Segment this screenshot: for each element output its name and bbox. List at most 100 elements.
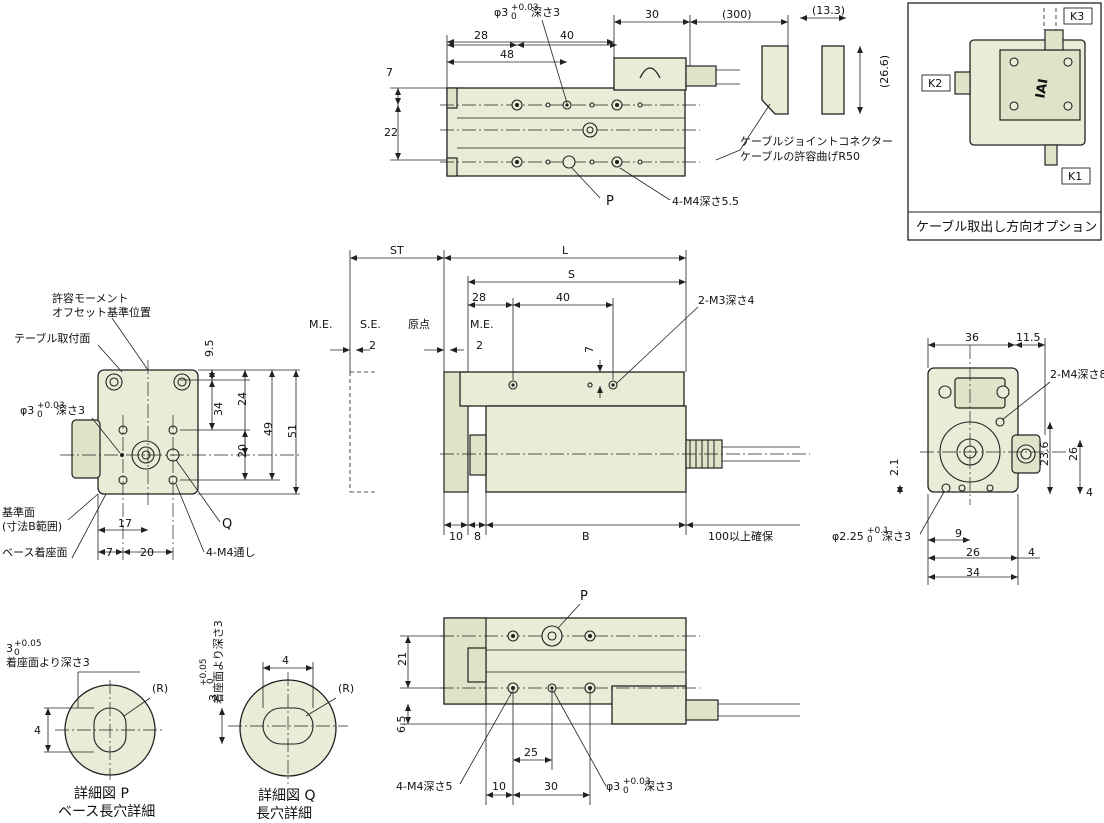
right-hole-suffix: 深さ3 <box>882 530 911 543</box>
dim-st: ST <box>390 244 404 257</box>
hole-note-suffix: 深さ3 <box>531 6 560 19</box>
detail-p-tol-a: 3 <box>6 642 13 655</box>
bottom-hole-prefix: φ3 <box>606 780 620 793</box>
dim-26-right: 26 <box>966 546 980 559</box>
dim-2-b: 2 <box>476 339 483 352</box>
detail-p-4: 4 <box>34 724 41 737</box>
end-hole-suffix: 深さ3 <box>56 404 85 417</box>
detail-p: 4 3 +0.05 0 着座面より深さ3 (R) 詳細図 P ベース長穴詳細 <box>6 639 168 820</box>
dim-34-end: 34 <box>212 402 225 416</box>
dim-26v: 26 <box>1067 447 1080 461</box>
hole-note-tol: +0.03 <box>511 3 539 13</box>
dim-11-5: 11.5 <box>1016 331 1041 344</box>
option-logo: IAI <box>1033 78 1051 100</box>
option-k2: K2 <box>928 77 942 90</box>
detail-q-r: (R) <box>338 682 354 695</box>
dim-23-6: 23.6 <box>1038 442 1051 467</box>
detail-q-4: 4 <box>282 654 289 667</box>
dim-9-5: 9.5 <box>203 340 216 358</box>
detail-p-r: (R) <box>152 682 168 695</box>
dim-10-bottom: 10 <box>492 780 506 793</box>
label-p-top: P <box>606 194 614 209</box>
dim-24-end: 24 <box>236 392 249 406</box>
dim-20v-end: 20 <box>236 444 249 458</box>
dim-10-side: 10 <box>449 530 463 543</box>
right-hole-prefix: φ2.25 <box>832 530 864 543</box>
option-caption: ケーブル取出し方向オプション <box>916 219 1097 235</box>
option-k3: K3 <box>1070 10 1084 23</box>
dim-51-end: 51 <box>286 424 299 438</box>
side-body <box>485 405 687 493</box>
dim-25: 25 <box>524 746 538 759</box>
dim-2-a: 2 <box>369 339 376 352</box>
label-q: Q <box>222 517 232 532</box>
bottom-hole-tol0: 0 <box>623 786 629 796</box>
label-genten: 原点 <box>408 318 430 331</box>
m4-note-bottom: 4-M4深さ5 <box>396 780 452 793</box>
detail-q-tol-c: 0 <box>206 678 216 684</box>
m4-through: 4-M4通し <box>206 546 255 559</box>
top-connector-end <box>821 45 845 115</box>
option-k1: K1 <box>1068 170 1082 183</box>
top-endcap-bottom <box>446 157 458 177</box>
dim-49-end: 49 <box>262 422 275 436</box>
right-hole-tol0: 0 <box>867 535 873 545</box>
dim-36: 36 <box>965 331 979 344</box>
dim-40: 40 <box>560 29 574 42</box>
dim-7-side: 7 <box>583 346 596 353</box>
dim-7: 7 <box>386 66 393 79</box>
detail-q: 4 3 +0.05 0 着座面より深さ3 (R) 詳細図 Q 長穴詳細 <box>199 620 354 822</box>
top-holes <box>511 99 643 169</box>
m4-note-top: 4-M4深さ5.5 <box>672 195 739 208</box>
hole-note-prefix: φ3 <box>494 6 508 19</box>
cable-length: 100以上確保 <box>708 529 773 543</box>
label-se: S.E. <box>360 318 381 331</box>
seat-note: ベース着座面 <box>2 545 67 559</box>
dim-l: L <box>562 244 569 257</box>
cable-note-1: ケーブルジョイントコネクター <box>740 134 893 148</box>
detail-p-tol-b: +0.05 <box>14 639 42 649</box>
dim-28-side: 28 <box>472 291 486 304</box>
m4-depth8: 2-M4深さ8 <box>1050 368 1104 381</box>
dim-13-3: (13.3) <box>812 4 845 17</box>
end-hole-tol: +0.03 <box>37 401 65 411</box>
label-p-bottom: P <box>580 589 588 604</box>
dim-s: S <box>568 268 575 281</box>
dim-2-1: 2.1 <box>888 459 901 477</box>
dim-6-5: 6.5 <box>395 716 408 734</box>
detail-q-sub: 長穴詳細 <box>256 806 312 822</box>
dim-40-side: 40 <box>556 291 570 304</box>
side-view: ST L S 28 40 M.E. S.E. 原点 M.E. 2 2 7 2-M… <box>309 244 810 543</box>
moment-note-2: オフセット基準位置 <box>52 305 151 319</box>
base-note-1: 基準面 <box>2 505 35 519</box>
detail-p-note: 着座面より深さ3 <box>6 655 90 669</box>
dim-22: 22 <box>384 126 398 139</box>
detail-p-tol-c: 0 <box>14 648 20 658</box>
right-hole-tol: +0.1 <box>867 526 889 536</box>
detail-q-title: 詳細図 Q <box>258 788 315 804</box>
dim-17-end: 17 <box>118 517 132 530</box>
cable-note-2: ケーブルの許容曲げR50 <box>740 149 860 163</box>
detail-q-note: 着座面より深さ3 <box>211 620 225 704</box>
m3-note: 2-M3深さ4 <box>698 294 754 307</box>
table-note: テーブル取付面 <box>14 331 90 345</box>
top-cable-connector <box>761 45 789 115</box>
dim-48: 48 <box>500 48 514 61</box>
dim-21: 21 <box>396 652 409 666</box>
detail-p-title: 詳細図 P <box>74 786 129 802</box>
moment-note-1: 許容モーメント <box>52 291 129 305</box>
label-me-1: M.E. <box>309 318 332 331</box>
end-hole-prefix: φ3 <box>20 404 34 417</box>
dim-300: (300) <box>722 8 752 21</box>
dim-26-6: (26.6) <box>878 55 891 88</box>
detail-q-tol-b: +0.05 <box>199 658 209 686</box>
dim-20-end: 20 <box>140 546 154 559</box>
right-view: 36 11.5 2-M4深さ8 23.6 26 4 2.1 φ2.25 +0.1… <box>832 331 1104 585</box>
label-me-2: M.E. <box>470 318 493 331</box>
dim-28: 28 <box>474 29 488 42</box>
bottom-hole-suffix: 深さ3 <box>644 780 673 793</box>
dim-34-right: 34 <box>966 566 980 579</box>
dim-30: 30 <box>645 8 659 21</box>
dim-7-end: 7 <box>106 546 113 559</box>
